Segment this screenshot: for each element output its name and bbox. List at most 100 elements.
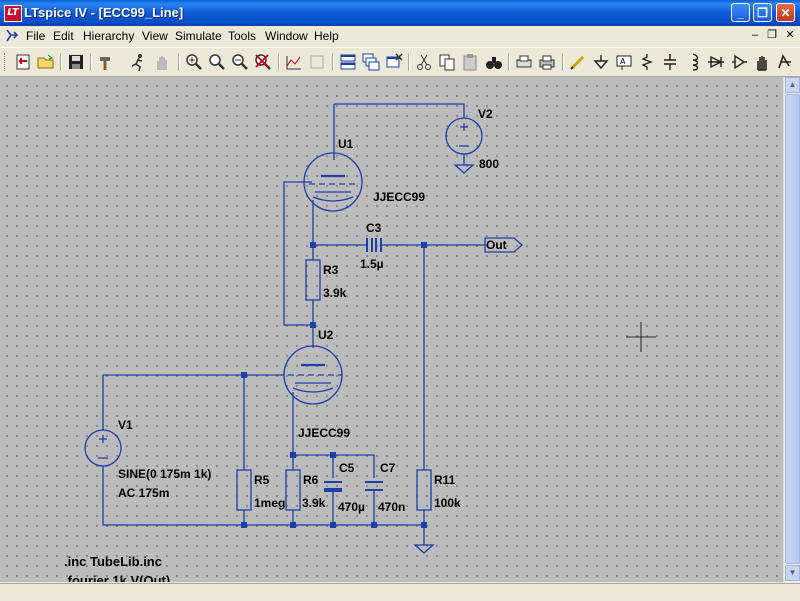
copy-icon bbox=[439, 54, 455, 71]
toolbar-separator bbox=[508, 53, 510, 71]
zoom-in-button[interactable] bbox=[184, 52, 204, 72]
spice-directive-inc[interactable]: .inc TubeLib.inc bbox=[64, 554, 162, 569]
menu-simulate[interactable]: Simulate bbox=[175, 29, 222, 43]
schematic-drawing: V2 800 U1 JJECC99 C3 1.5µ Out R3 3.9k U2… bbox=[64, 103, 656, 582]
crosshair-cursor bbox=[626, 322, 656, 352]
pencil-icon bbox=[570, 55, 585, 70]
r5-value: 1meg bbox=[254, 496, 285, 510]
zoom-in-icon bbox=[186, 54, 202, 70]
binoculars-icon bbox=[486, 57, 502, 69]
mdi-restore-button[interactable]: ❐ bbox=[767, 29, 777, 41]
v2-value: 800 bbox=[479, 157, 499, 171]
diode-icon bbox=[708, 55, 724, 69]
tile-horizontal-icon bbox=[340, 54, 356, 70]
new-schematic-button[interactable] bbox=[13, 52, 33, 72]
autorange-icon bbox=[286, 56, 301, 70]
r6-value: 3.9k bbox=[302, 496, 326, 510]
component-icon bbox=[732, 54, 747, 70]
print-preview-button[interactable] bbox=[514, 52, 534, 72]
schematic-canvas[interactable]: V2 800 U1 JJECC99 C3 1.5µ Out R3 3.9k U2… bbox=[0, 77, 783, 582]
u2-model: JJECC99 bbox=[298, 426, 350, 440]
run-button[interactable] bbox=[128, 52, 148, 72]
v2-name: V2 bbox=[478, 107, 493, 121]
net-label-out[interactable]: Out bbox=[486, 238, 507, 252]
fit-icon bbox=[310, 55, 324, 69]
pan-button[interactable] bbox=[207, 52, 227, 72]
menu-file[interactable]: File bbox=[26, 29, 46, 43]
move-button[interactable] bbox=[752, 52, 772, 72]
close-button[interactable]: ✕ bbox=[776, 3, 795, 22]
toolbar: A bbox=[0, 47, 800, 77]
cascade-windows-icon bbox=[362, 53, 380, 71]
v1-name: V1 bbox=[118, 418, 133, 432]
r3-value: 3.9k bbox=[323, 286, 347, 300]
c3-value: 1.5µ bbox=[360, 257, 384, 271]
cascade-button[interactable] bbox=[361, 52, 381, 72]
spice-directive-fourier[interactable]: .fourier 1k V(Out) bbox=[64, 573, 170, 582]
menu-hierarchy[interactable]: Hierarchy bbox=[83, 29, 135, 43]
open-button[interactable] bbox=[36, 52, 56, 72]
zoom-out-button[interactable] bbox=[230, 52, 250, 72]
minimize-button[interactable]: _ bbox=[731, 3, 750, 22]
menu-view[interactable]: View bbox=[142, 29, 168, 43]
component-button[interactable] bbox=[729, 52, 749, 72]
drag-button[interactable] bbox=[775, 52, 795, 72]
c5-name: C5 bbox=[339, 461, 355, 475]
floppy-disk-icon bbox=[69, 55, 83, 69]
paste-button[interactable] bbox=[460, 52, 480, 72]
toolbar-grip[interactable] bbox=[4, 53, 8, 71]
mdi-close-button[interactable]: ✕ bbox=[785, 29, 795, 41]
vertical-scrollbar[interactable]: ▲ ▼ bbox=[783, 77, 800, 582]
status-bar bbox=[0, 583, 800, 601]
r5-name: R5 bbox=[254, 473, 270, 487]
chevron-up-icon: ▲ bbox=[788, 80, 797, 89]
r6-name: R6 bbox=[303, 473, 319, 487]
hand-move-icon bbox=[757, 56, 767, 71]
fit-button[interactable] bbox=[307, 52, 327, 72]
halt-button[interactable] bbox=[152, 52, 172, 72]
r11-name: R11 bbox=[434, 473, 456, 487]
title-bar[interactable]: LT LTspice IV - [ECC99_Line] _ ❐ ✕ bbox=[0, 0, 800, 26]
schematic-doc-icon[interactable] bbox=[5, 28, 19, 43]
resistor-button[interactable] bbox=[637, 52, 657, 72]
chevron-down-icon: ▼ bbox=[788, 568, 797, 577]
svg-text:A: A bbox=[620, 57, 626, 66]
drag-icon bbox=[778, 54, 791, 69]
print-button[interactable] bbox=[537, 52, 557, 72]
scroll-thumb[interactable] bbox=[785, 94, 800, 564]
diode-button[interactable] bbox=[706, 52, 726, 72]
save-button[interactable] bbox=[66, 52, 86, 72]
scroll-down-button[interactable]: ▼ bbox=[785, 565, 800, 581]
menu-bar: File Edit Hierarchy View Simulate Tools … bbox=[0, 26, 800, 46]
close-all-button[interactable] bbox=[384, 52, 404, 72]
restore-button[interactable]: ❐ bbox=[753, 3, 772, 22]
label-net-button[interactable]: A bbox=[614, 52, 634, 72]
resistor-icon bbox=[641, 54, 653, 70]
v1-value-ac: AC 175m bbox=[118, 486, 169, 500]
menu-window[interactable]: Window bbox=[265, 29, 308, 43]
inductor-button[interactable] bbox=[683, 52, 703, 72]
ltspice-logo-icon[interactable]: LT bbox=[4, 5, 22, 22]
toolbar-separator bbox=[178, 53, 180, 71]
autorange-button[interactable] bbox=[284, 52, 304, 72]
menu-tools[interactable]: Tools bbox=[228, 29, 257, 43]
tile-horizontal-button[interactable] bbox=[338, 52, 358, 72]
halt-hand-icon bbox=[157, 56, 167, 70]
capacitor-button[interactable] bbox=[660, 52, 680, 72]
copy-button[interactable] bbox=[437, 52, 457, 72]
control-panel-button[interactable] bbox=[97, 52, 117, 72]
cut-button[interactable] bbox=[414, 52, 434, 72]
mdi-minimize-button[interactable]: – bbox=[751, 29, 759, 41]
draw-wire-button[interactable] bbox=[568, 52, 588, 72]
find-button[interactable] bbox=[484, 52, 504, 72]
menu-help[interactable]: Help bbox=[314, 29, 339, 43]
toolbar-separator bbox=[60, 53, 62, 71]
inductor-icon bbox=[692, 53, 699, 71]
label-net-icon: A bbox=[616, 55, 632, 70]
ground-button[interactable] bbox=[591, 52, 611, 72]
close-icon: ✕ bbox=[780, 6, 791, 20]
zoom-cancel-button[interactable] bbox=[253, 52, 273, 72]
scroll-up-button[interactable]: ▲ bbox=[785, 77, 800, 93]
menu-edit[interactable]: Edit bbox=[53, 29, 74, 43]
print-preview-icon bbox=[516, 55, 532, 68]
